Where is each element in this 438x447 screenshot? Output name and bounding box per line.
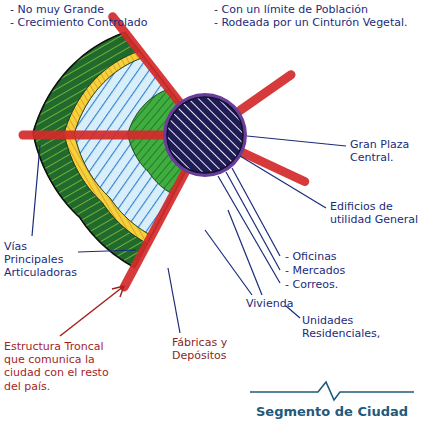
annotation-label: - Mercados: [285, 264, 375, 277]
annotation-label: - Con un límite de Población: [214, 3, 434, 16]
central-plaza: [167, 97, 243, 173]
annotation-label: - Correos.: [285, 278, 375, 291]
trunk-arrow: [60, 286, 124, 336]
annotation-label: - Crecimiento Controlado: [10, 16, 205, 29]
arrow-head: [112, 286, 124, 297]
leader-line: [226, 172, 280, 270]
annotation-label: - Rodeada por un Cinturón Vegetal.: [214, 16, 434, 29]
annotation-label: - Oficinas: [285, 250, 375, 263]
annotation-label: Vías Principales Articuladoras: [4, 240, 88, 280]
leader-line: [247, 136, 346, 146]
annotation-label: Gran Plaza Central.: [350, 138, 434, 164]
annotation-label: Unidades Residenciales,: [302, 314, 432, 340]
segment-bracket: [250, 382, 414, 400]
annotation-label: Edificios de utilidad General: [330, 200, 434, 226]
leader-line: [218, 176, 280, 283]
leader-line: [168, 268, 180, 333]
central-plaza-ring: [163, 93, 247, 177]
leader-line: [78, 250, 136, 252]
arrow-line: [60, 286, 124, 336]
annotation-label: Estructura Troncal que comunica la ciuda…: [4, 340, 116, 393]
caption: Segmento de Ciudad: [256, 404, 432, 419]
annotation-label: Fábricas y Depósitos: [172, 336, 254, 362]
leader-line: [32, 145, 40, 236]
annotation-label: - No muy Grande: [10, 3, 205, 16]
leader-lines: [32, 136, 346, 333]
main-roads: [23, 17, 305, 287]
annotation-label: Vivienda: [246, 297, 326, 310]
leader-line: [205, 230, 252, 295]
leader-line: [240, 156, 326, 208]
leader-line: [228, 210, 262, 295]
